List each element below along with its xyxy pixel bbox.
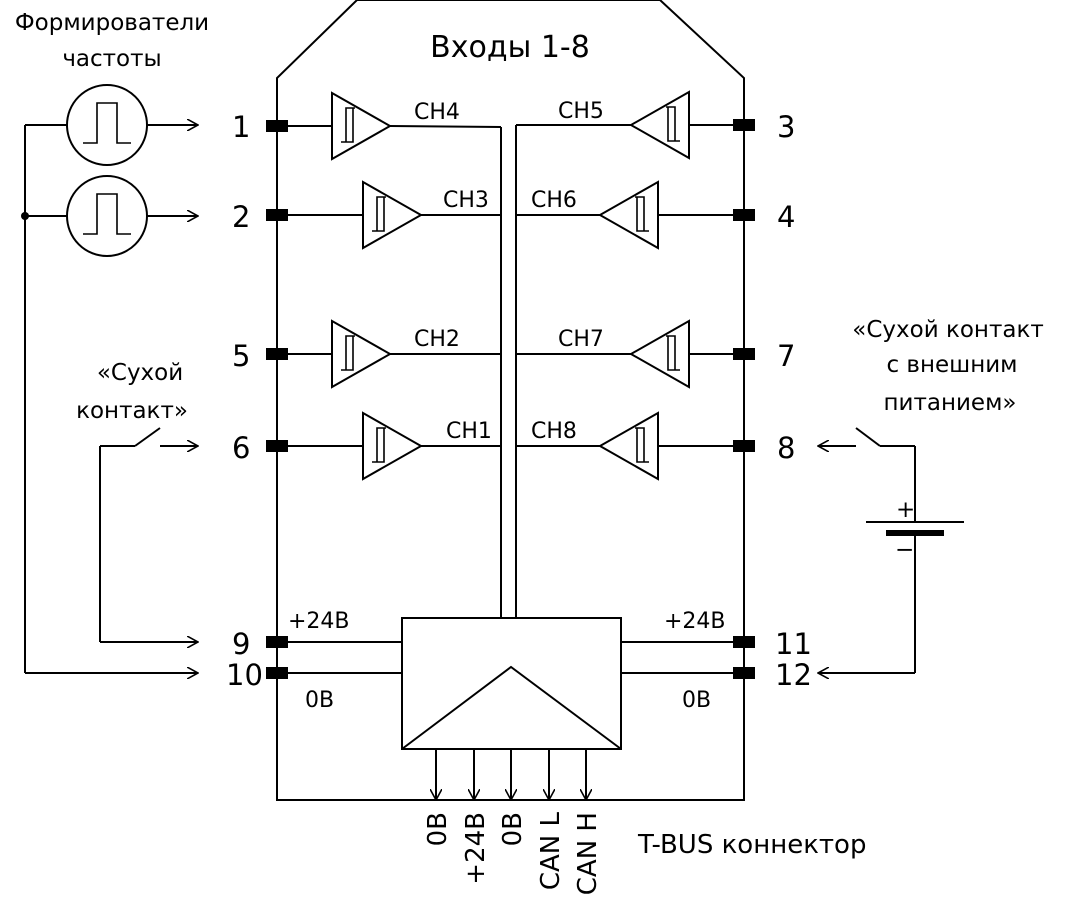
schmitt-trigger-buffer-icon — [628, 90, 690, 160]
channel-ch7: CH7 — [516, 319, 735, 389]
bus-signal-0v-1: 0В — [423, 812, 453, 846]
dry-ext-label-line3: питанием» — [883, 390, 1016, 416]
schmitt-trigger-buffer-icon — [597, 180, 659, 250]
pin-number-3: 3 — [777, 110, 795, 144]
channel-ch5: CH5 — [516, 90, 735, 160]
left-24v-label: +24В — [288, 609, 350, 634]
pulse-generator-icon — [66, 84, 148, 166]
freq-formers-label-line1: Формирователи — [15, 10, 209, 36]
bus-signal-can-l: CAN L — [536, 811, 566, 890]
pin-number-4: 4 — [777, 200, 795, 234]
schmitt-trigger-buffer-icon — [362, 411, 424, 481]
channel-ch6: CH6 — [516, 180, 735, 250]
switch-contact-icon — [100, 427, 198, 446]
channel-label-ch4: CH4 — [414, 100, 460, 125]
dry-contact-label-line2: контакт» — [76, 398, 188, 424]
pin-number-9: 9 — [232, 627, 250, 661]
battery-minus-label: − — [895, 537, 914, 563]
bus-signal-can-h: CAN H — [573, 812, 603, 895]
pin-number-6: 6 — [232, 431, 250, 465]
freq-formers-label-line2: частоты — [62, 46, 161, 72]
battery-plus-label: + — [896, 497, 915, 523]
channel-label-ch5: CH5 — [558, 99, 604, 124]
channel-label-ch6: CH6 — [531, 188, 577, 213]
dry-ext-label-line2: с внешним — [886, 352, 1017, 378]
pin-number-2: 2 — [232, 200, 250, 234]
battery-icon — [866, 521, 964, 536]
channel-ch4: CH4 — [286, 91, 502, 161]
channel-label-ch1: CH1 — [446, 419, 492, 444]
bus-transceiver-icon — [401, 617, 622, 750]
pin-number-10: 10 — [226, 658, 263, 692]
channel-ch1: CH1 — [286, 411, 501, 481]
dry-ext-label-line1: «Сухой контакт — [852, 317, 1043, 343]
schmitt-trigger-buffer-icon — [331, 91, 393, 161]
right-0v-label: 0В — [682, 688, 711, 713]
bus-signal-0v-2: 0В — [498, 812, 528, 846]
pulse-generator-1 — [25, 84, 198, 166]
right-24v-label: +24В — [664, 609, 726, 634]
schmitt-trigger-buffer-icon — [628, 319, 690, 389]
module-housing — [276, 0, 745, 801]
schmitt-trigger-buffer-icon — [362, 180, 424, 250]
switch-contact-icon — [818, 427, 915, 446]
schmitt-trigger-buffer-icon — [331, 319, 393, 389]
pin-pads — [266, 119, 755, 679]
channel-ch2: CH2 — [286, 319, 501, 389]
pulse-generator-icon — [66, 175, 148, 257]
left-0v-label: 0В — [305, 688, 334, 713]
pin-number-12: 12 — [775, 658, 812, 692]
pin-number-11: 11 — [775, 627, 812, 661]
schmitt-trigger-buffer-icon — [597, 411, 659, 481]
pin-number-1: 1 — [232, 110, 250, 144]
channel-label-ch8: CH8 — [531, 419, 577, 444]
pin-number-8: 8 — [777, 431, 795, 465]
pin-number-5: 5 — [232, 339, 250, 373]
bus-signal-24v: +24В — [461, 812, 491, 885]
channel-label-ch7: CH7 — [558, 327, 604, 352]
junction-dot — [21, 212, 29, 220]
bus-output-arrows — [436, 749, 586, 800]
dry-contact-label-line1: «Сухой — [97, 360, 183, 386]
pulse-generator-2 — [25, 175, 198, 257]
channel-label-ch3: CH3 — [443, 188, 489, 213]
channel-ch8: CH8 — [516, 411, 735, 481]
tbus-connector-label: T-BUS коннектор — [637, 830, 866, 860]
pin-number-7: 7 — [777, 339, 795, 373]
module-title: Входы 1-8 — [430, 30, 590, 65]
channel-label-ch2: CH2 — [414, 327, 460, 352]
channel-ch3: CH3 — [286, 180, 501, 250]
